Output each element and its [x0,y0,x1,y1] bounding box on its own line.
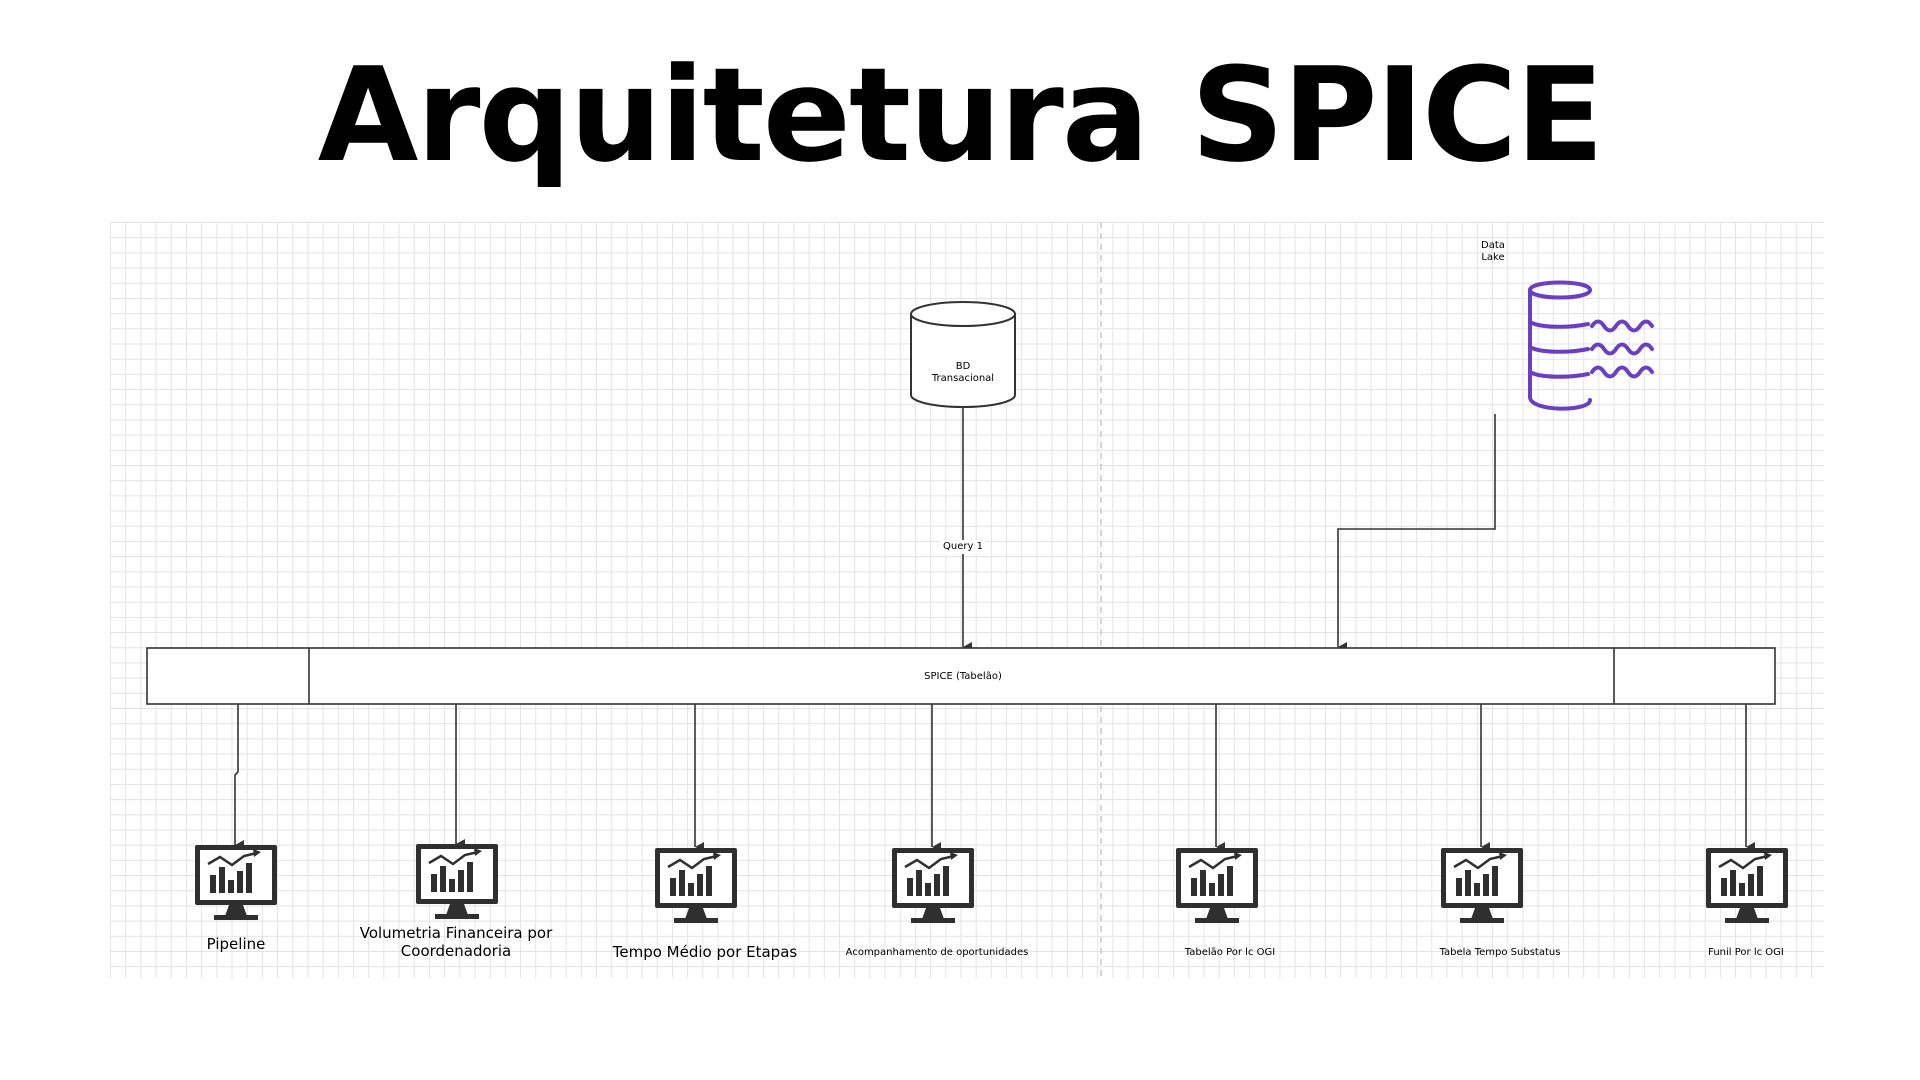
bd-transacional-cylinder-icon[interactable] [910,301,1016,408]
lake-label-line2: Lake [1481,252,1505,263]
monitor-chart-icon[interactable] [890,846,976,925]
dashboard-label-line: Volumetria Financeira por [359,924,553,942]
monitor-chart-icon[interactable] [653,846,739,925]
data-lake-label: Data Lake [1463,240,1523,264]
dashboard-label-funil: Funil Por lc OGI [1676,947,1816,959]
dashboard-label-line: Tempo Médio por Etapas [612,943,798,961]
monitor-chart-icon[interactable] [414,842,500,921]
monitor-chart-icon[interactable] [1439,846,1525,925]
bd-transacional-label: BD Transacional [903,361,1023,385]
diagram-canvas: BD Transacional Data Lake Query 1 SPICE … [110,222,1824,978]
bd-label-line2: Transacional [931,373,995,384]
dashboard-label-line: Pipeline [206,935,266,953]
edge-lake-to-spice [1337,414,1496,652]
dashboard-label-tempo-medio: Tempo Médio por Etapas [595,943,815,961]
bd-label-line1: BD [955,361,971,372]
monitor-chart-icon[interactable] [193,843,279,922]
dashboard-label-line: Funil Por lc OGI [1708,947,1784,958]
dashboard-label-tabelao: Tabelão Por lc OGI [1150,947,1310,959]
dashboard-label-line: Tabelão Por lc OGI [1184,947,1276,958]
edge-spice-to-dashboard-1 [234,704,244,850]
dashboard-label-pipeline: Pipeline [156,935,316,953]
monitor-chart-icon[interactable] [1704,846,1790,925]
data-lake-icon[interactable] [1528,280,1654,411]
page-title: Arquitetura SPICE [317,39,1604,191]
dashboard-label-acompanhamento: Acompanhamento de oportunidades [827,947,1047,959]
dashboard-label-volumetria: Volumetria Financeira por Coordenadoria [336,924,576,960]
dashboard-label-line: Acompanhamento de oportunidades [845,947,1029,958]
dashboard-label-line: Coordenadoria [400,942,512,960]
spice-bar[interactable] [146,647,1776,705]
monitor-chart-icon[interactable] [1174,846,1260,925]
lake-label-line1: Data [1481,240,1505,251]
dashboard-label-tabela-tempo: Tabela Tempo Substatus [1410,947,1590,959]
query-edge-label: Query 1 [943,541,983,552]
spice-bar-label: SPICE (Tabelão) [924,671,1002,682]
dashboard-label-line: Tabela Tempo Substatus [1439,947,1561,958]
